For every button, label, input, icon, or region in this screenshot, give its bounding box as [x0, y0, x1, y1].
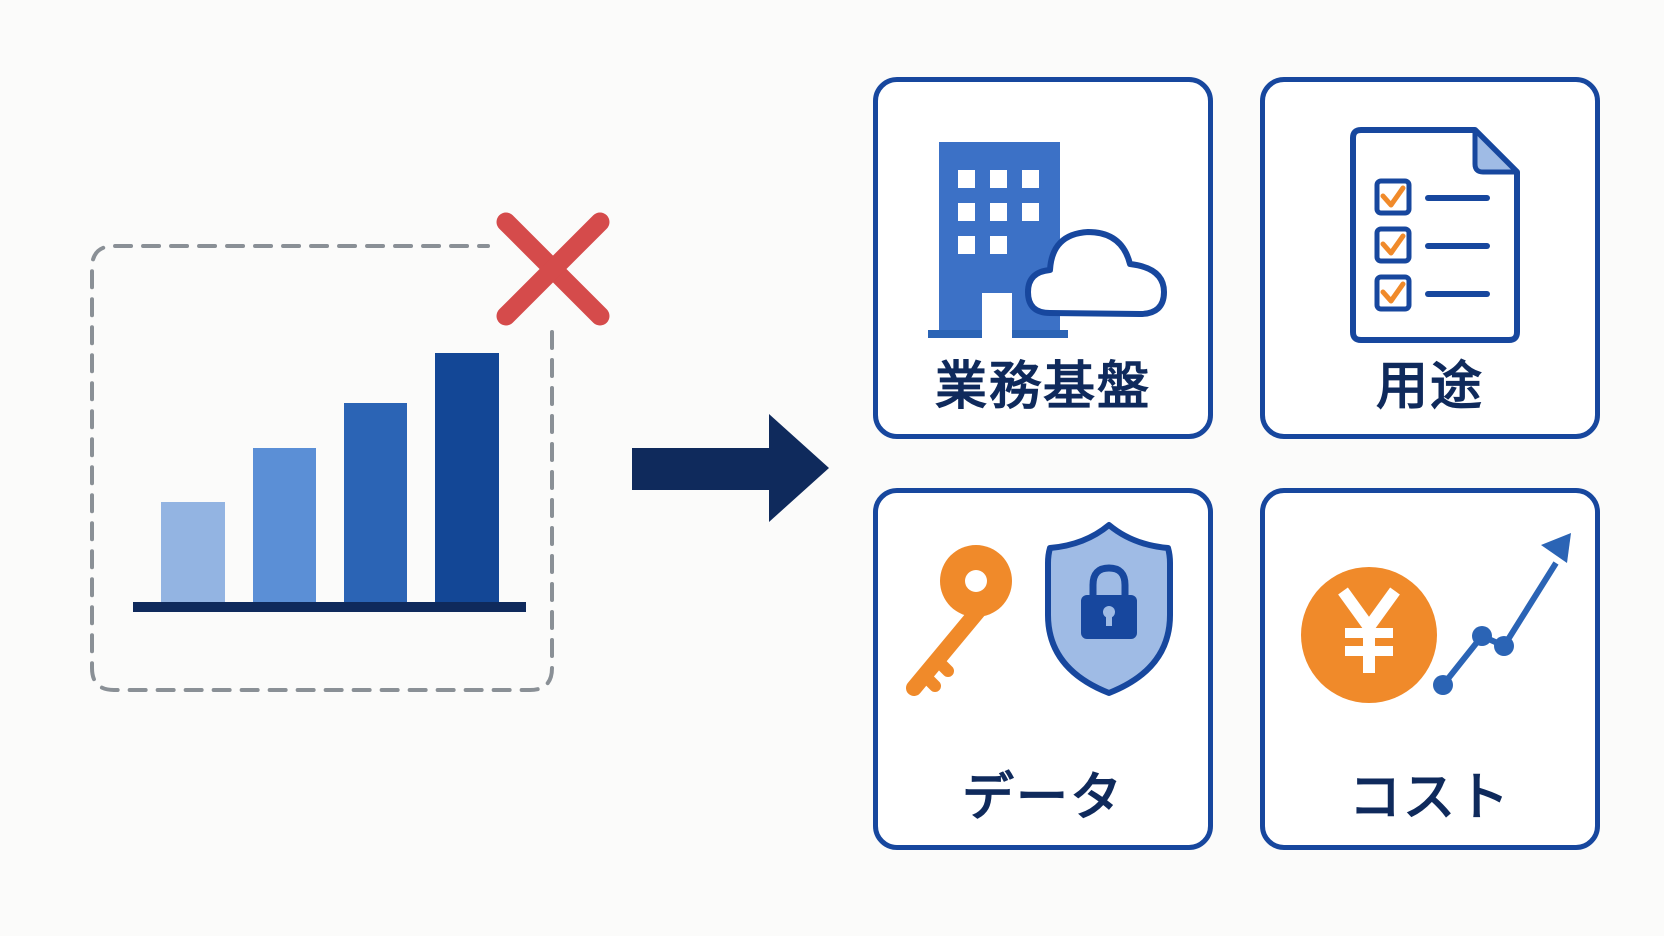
- yen-trend-icon: [1301, 533, 1571, 703]
- checklist-document-icon: [1350, 127, 1520, 343]
- x-mark-icon: [496, 212, 610, 326]
- key-icon: [906, 545, 1012, 696]
- yen-coin-icon: [1301, 567, 1437, 703]
- bar-chart-icon: [133, 353, 526, 612]
- key-shield-lock-icon: [906, 522, 1173, 696]
- chart-bar-3: [344, 403, 407, 604]
- chart-baseline: [133, 602, 526, 612]
- right-arrow-icon: [632, 414, 829, 522]
- card-business-foundation: 業務基盤: [873, 77, 1213, 439]
- checkbox-row-3: [1374, 274, 1490, 312]
- trend-line-icon: [1433, 533, 1571, 695]
- chart-bar-1: [161, 502, 225, 604]
- dashed-frame: [90, 244, 554, 692]
- card-label-usage: 用途: [1375, 357, 1484, 417]
- card-label-data: データ: [961, 768, 1124, 828]
- card-usage: 用途: [1260, 77, 1600, 439]
- card-label-cost: コスト: [1348, 768, 1511, 828]
- chart-bar-4: [435, 353, 499, 604]
- card-cost: コスト: [1260, 488, 1600, 850]
- shield-lock-icon: [1045, 522, 1173, 696]
- chart-bar-2: [253, 448, 316, 604]
- card-label-business-foundation: 業務基盤: [934, 357, 1151, 417]
- card-data: データ: [873, 488, 1213, 850]
- checkbox-row-1: [1374, 178, 1490, 216]
- checkbox-row-2: [1374, 226, 1490, 264]
- building-cloud-icon: [928, 142, 1167, 338]
